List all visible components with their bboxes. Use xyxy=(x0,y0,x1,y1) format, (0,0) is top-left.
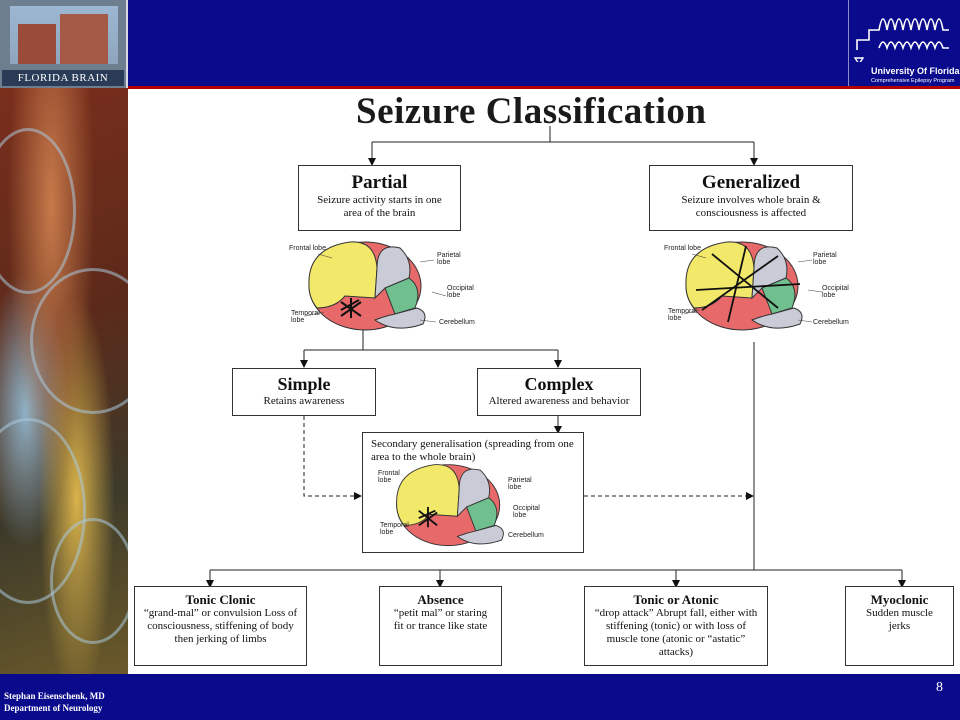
brain-institute-logo: FLORIDA BRAIN INSTITUTE xyxy=(0,0,128,100)
simple-title: Simple xyxy=(277,374,331,394)
partial-box: Partial Seizure activity starts in one a… xyxy=(298,165,461,231)
brain1-frontal-label: Frontal lobe xyxy=(289,245,326,252)
complex-title: Complex xyxy=(524,374,594,394)
header-bar xyxy=(0,0,960,88)
brain3-cerebellum-label: Cerebellum xyxy=(508,532,544,539)
type-desc: “drop attack” Abrupt fall, either with s… xyxy=(594,607,758,658)
brain1-temporal-label: Temporal lobe xyxy=(291,310,320,324)
brain2-parietal-label: Parietal lobe xyxy=(813,252,837,266)
slide-title: Seizure Classification xyxy=(356,91,707,132)
brain2-occipital-label: Occipital lobe xyxy=(822,285,849,299)
footer-bar xyxy=(0,674,960,720)
secondary-desc: Secondary generalisation (spreading from… xyxy=(371,438,574,463)
brain2-cerebellum-label: Cerebellum xyxy=(813,319,849,326)
brain3-parietal-label: Parietal lobe xyxy=(508,477,532,491)
uf-logo-text: University Of Florida Comprehensive Epil… xyxy=(871,66,960,84)
type-box-tonic-atonic: Tonic or Atonic “drop attack” Abrupt fal… xyxy=(584,586,768,666)
type-title: Myoclonic xyxy=(870,592,929,607)
brain3-frontal-label: Frontal lobe xyxy=(378,470,400,484)
footer-credit: Stephan Eisenschenk, MD Department of Ne… xyxy=(4,690,105,714)
type-title: Tonic Clonic xyxy=(185,592,256,607)
brain1-occipital-label: Occipital lobe xyxy=(447,285,474,299)
generalized-desc: Seizure involves whole brain & conscious… xyxy=(681,194,821,219)
type-title: Absence xyxy=(417,592,464,607)
complex-desc: Altered awareness and behavior xyxy=(488,395,630,407)
partial-title: Partial xyxy=(351,172,408,193)
brain2-frontal-label: Frontal lobe xyxy=(664,245,701,252)
simple-box: Simple Retains awareness xyxy=(232,368,376,416)
building-photo xyxy=(10,6,118,64)
type-box-tonic-clonic: Tonic Clonic “grand-mal” or convulsion L… xyxy=(134,586,307,666)
simple-desc: Retains awareness xyxy=(263,395,345,407)
page-number: 8 xyxy=(936,680,943,695)
type-box-absence: Absence “petit mal” or staring fit or tr… xyxy=(379,586,502,666)
header-divider xyxy=(128,86,960,89)
footer-dept: Department of Neurology xyxy=(4,703,103,713)
brain1-cerebellum-label: Cerebellum xyxy=(439,319,475,326)
type-desc: Sudden muscle jerks xyxy=(866,607,933,632)
type-box-myoclonic: Myoclonic Sudden muscle jerks xyxy=(845,586,954,666)
brain1-parietal-label: Parietal lobe xyxy=(437,252,461,266)
eeg-wave-icon xyxy=(853,18,949,66)
type-desc: “petit mal” or staring fit or trance lik… xyxy=(393,607,488,632)
partial-desc: Seizure activity starts in one area of t… xyxy=(317,194,442,219)
generalized-box: Generalized Seizure involves whole brain… xyxy=(649,165,853,231)
uf-epilepsy-logo: University Of Florida Comprehensive Epil… xyxy=(848,0,960,88)
decorative-neuron-sidebar xyxy=(0,88,156,674)
generalized-title: Generalized xyxy=(701,172,801,193)
type-desc: “grand-mal” or convulsion Loss of consci… xyxy=(143,607,298,645)
footer-author: Stephan Eisenschenk, MD xyxy=(4,691,105,701)
brain2-temporal-label: Temporal lobe xyxy=(668,308,697,322)
brain3-occipital-label: Occipital lobe xyxy=(513,505,540,519)
brain3-temporal-label: Temporal lobe xyxy=(380,522,409,536)
type-title: Tonic or Atonic xyxy=(633,592,719,607)
complex-box: Complex Altered awareness and behavior xyxy=(477,368,641,416)
